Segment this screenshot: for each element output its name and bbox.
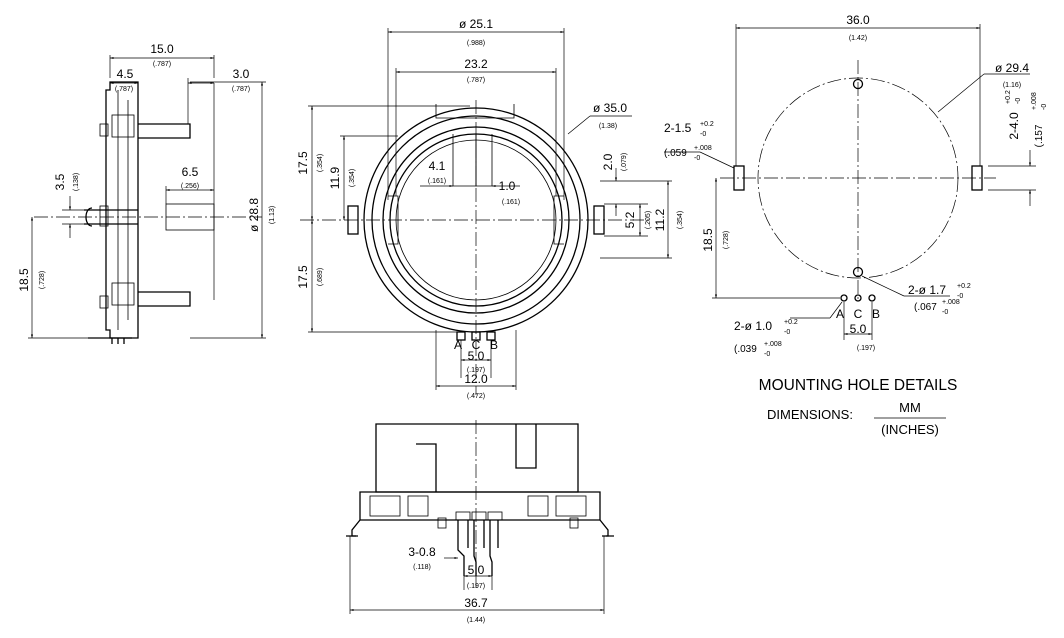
dim-6-5: 6.5: [182, 165, 199, 179]
slot-2-1-5-tol-up: +0.2: [700, 121, 714, 128]
unit-inches: (INCHES): [881, 422, 939, 437]
dim-36-0-inch: (1.42): [849, 35, 867, 42]
dim-18-5: 18.5: [17, 268, 31, 292]
dim-12-0: 12.0: [464, 372, 488, 386]
dim-2-0-inch: (.079): [621, 153, 628, 171]
hole-2-1-0: 2-ø 1.0: [734, 319, 772, 333]
hole-2-1-0-inch: (.039: [734, 344, 757, 355]
dim-23-2: 23.2: [464, 57, 488, 71]
hole-2-1-0-tol-up: +0.2: [784, 319, 798, 326]
dim-18-5-mount-inch: (.728): [723, 231, 730, 249]
hole-2-1-7-in-up: +.008: [942, 299, 960, 306]
dim-18-5-inch: (.728): [39, 271, 46, 289]
dim-3-0-8: 3-0.8: [408, 545, 436, 559]
slot-2-4-0-in-dn: -0: [1041, 104, 1048, 110]
dim-18-5-mount: 18.5: [701, 228, 715, 252]
slot-2-1-5-tol-dn: -0: [700, 131, 706, 138]
mount-pin-label-b: B: [872, 307, 880, 321]
dim-4-1: 4.1: [429, 159, 446, 173]
slot-2-4-0: 2-4.0: [1007, 112, 1021, 140]
mount-pin-label-c: C: [854, 307, 863, 321]
mount-pin-label-a: A: [836, 307, 844, 321]
dim-17-5-top-inch: (.354): [317, 154, 324, 172]
dim-dia-35-0: ø 35.0: [593, 101, 627, 115]
dim-dia-25-1-inch: (.988): [467, 40, 485, 47]
dim-dia-35-0-inch: (1.38): [599, 123, 617, 130]
dim-28-8-inch: (1.13): [269, 206, 276, 224]
dim-dia-29-4-inch: (1.16): [1003, 82, 1021, 89]
dim-1-0: 1.0: [499, 179, 516, 193]
dimensions-label: DIMENSIONS:: [767, 407, 853, 422]
dim-28-8: ø 28.8: [247, 198, 261, 232]
dim-6-5-inch: (.256): [181, 183, 199, 190]
dim-17-5-top: 17.5: [296, 151, 310, 175]
dim-11-2: 11.2: [653, 208, 667, 231]
slot-2-4-0-inch: (.157: [1034, 124, 1045, 147]
dim-5-0: 5.0: [468, 349, 485, 363]
slot-2-4-0-tol-dn: -0: [1015, 98, 1022, 104]
mounting-title: MOUNTING HOLE DETAILS: [759, 377, 958, 394]
dim-3-5: 3.5: [53, 173, 67, 190]
dim-5-2-inch: (.205): [645, 211, 652, 229]
slot-2-1-5-in-up: +.008: [694, 145, 712, 152]
dim-4-5: 4.5: [117, 67, 134, 81]
dim-3-5-inch: (.138): [73, 173, 80, 191]
dim-36-7: 36.7: [464, 596, 488, 610]
mounting-hole-details: 36.0 (1.42) ø 29.4 (1.16) 2-1.5 +0.2 -0 …: [664, 13, 1048, 437]
dim-11-2-inch: (.354): [677, 211, 684, 229]
unit-mm: MM: [899, 400, 921, 415]
hole-2-1-7: 2-ø 1.7: [908, 283, 946, 297]
dim-5-2: 5.2: [623, 211, 637, 228]
pin-label-b: B: [490, 338, 498, 352]
dim-11-9: 11.9: [328, 166, 342, 189]
bottom-view: 3-0.8 (.118) 5.0 (.197) 36.7 (1.44): [346, 420, 614, 624]
side-view: 15.0 (.787) 4.5 (.787) 3.0 (.787) 3.5 (.…: [17, 42, 276, 344]
dim-4-1-inch: (.161): [428, 178, 446, 185]
dim-dia-25-1: ø 25.1: [459, 17, 493, 31]
hole-2-1-0-in-up: +.008: [764, 341, 782, 348]
slot-2-1-5: 2-1.5: [664, 121, 692, 135]
hole-2-1-0-tol-dn: -0: [784, 329, 790, 336]
dim-4-5-inch: (.787): [115, 86, 133, 93]
hole-2-1-7-tol-up: +0.2: [957, 283, 971, 290]
slot-2-1-5-in-dn: -0: [694, 155, 700, 162]
pin-label-c: C: [472, 338, 481, 352]
dim-5-0-inch: (.197): [467, 367, 485, 374]
pin-label-a: A: [454, 338, 462, 352]
front-view: ø 25.1 (.988) 23.2 (.787) ø 35.0 (1.38) …: [296, 17, 684, 400]
slot-2-4-0-in-up: +.008: [1031, 92, 1038, 110]
hole-2-1-7-inch: (.067: [914, 302, 937, 313]
dim-23-2-inch: (.787): [467, 77, 485, 84]
dim-36-7-inch: (1.44): [467, 617, 485, 624]
dim-3-0: 3.0: [233, 67, 250, 81]
dim-11-9-inch: (.354): [349, 169, 356, 187]
dim-2-0: 2.0: [601, 153, 615, 170]
dim-36-0: 36.0: [846, 13, 870, 27]
dim-1-0-inch: (.161): [502, 199, 520, 206]
dim-3-0-inch: (.787): [232, 86, 250, 93]
mount-dim-5-0-inch: (.197): [857, 345, 875, 352]
slot-2-1-5-inch: (.059: [664, 148, 687, 159]
hole-2-1-7-in-dn: -0: [942, 309, 948, 316]
hole-2-1-0-in-dn: -0: [764, 351, 770, 358]
hole-2-1-7-tol-dn: -0: [957, 293, 963, 300]
dim-15-0-inch: (.787): [153, 61, 171, 68]
dim-dia-29-4: ø 29.4: [995, 61, 1029, 75]
mount-dim-5-0: 5.0: [850, 322, 867, 336]
dim-15-0: 15.0: [150, 42, 174, 56]
slot-2-4-0-tol-up: +0.2: [1005, 90, 1012, 104]
dim-5-0-bottom-inch: (.197): [467, 583, 485, 590]
dim-12-0-inch: (.472): [467, 393, 485, 400]
dim-5-0-bottom: 5.0: [468, 563, 485, 577]
dim-17-5-bot: 17.5: [296, 265, 310, 289]
dim-3-0-8-inch: (.118): [413, 564, 431, 571]
dim-17-5-bot-inch: (.689): [317, 268, 324, 286]
